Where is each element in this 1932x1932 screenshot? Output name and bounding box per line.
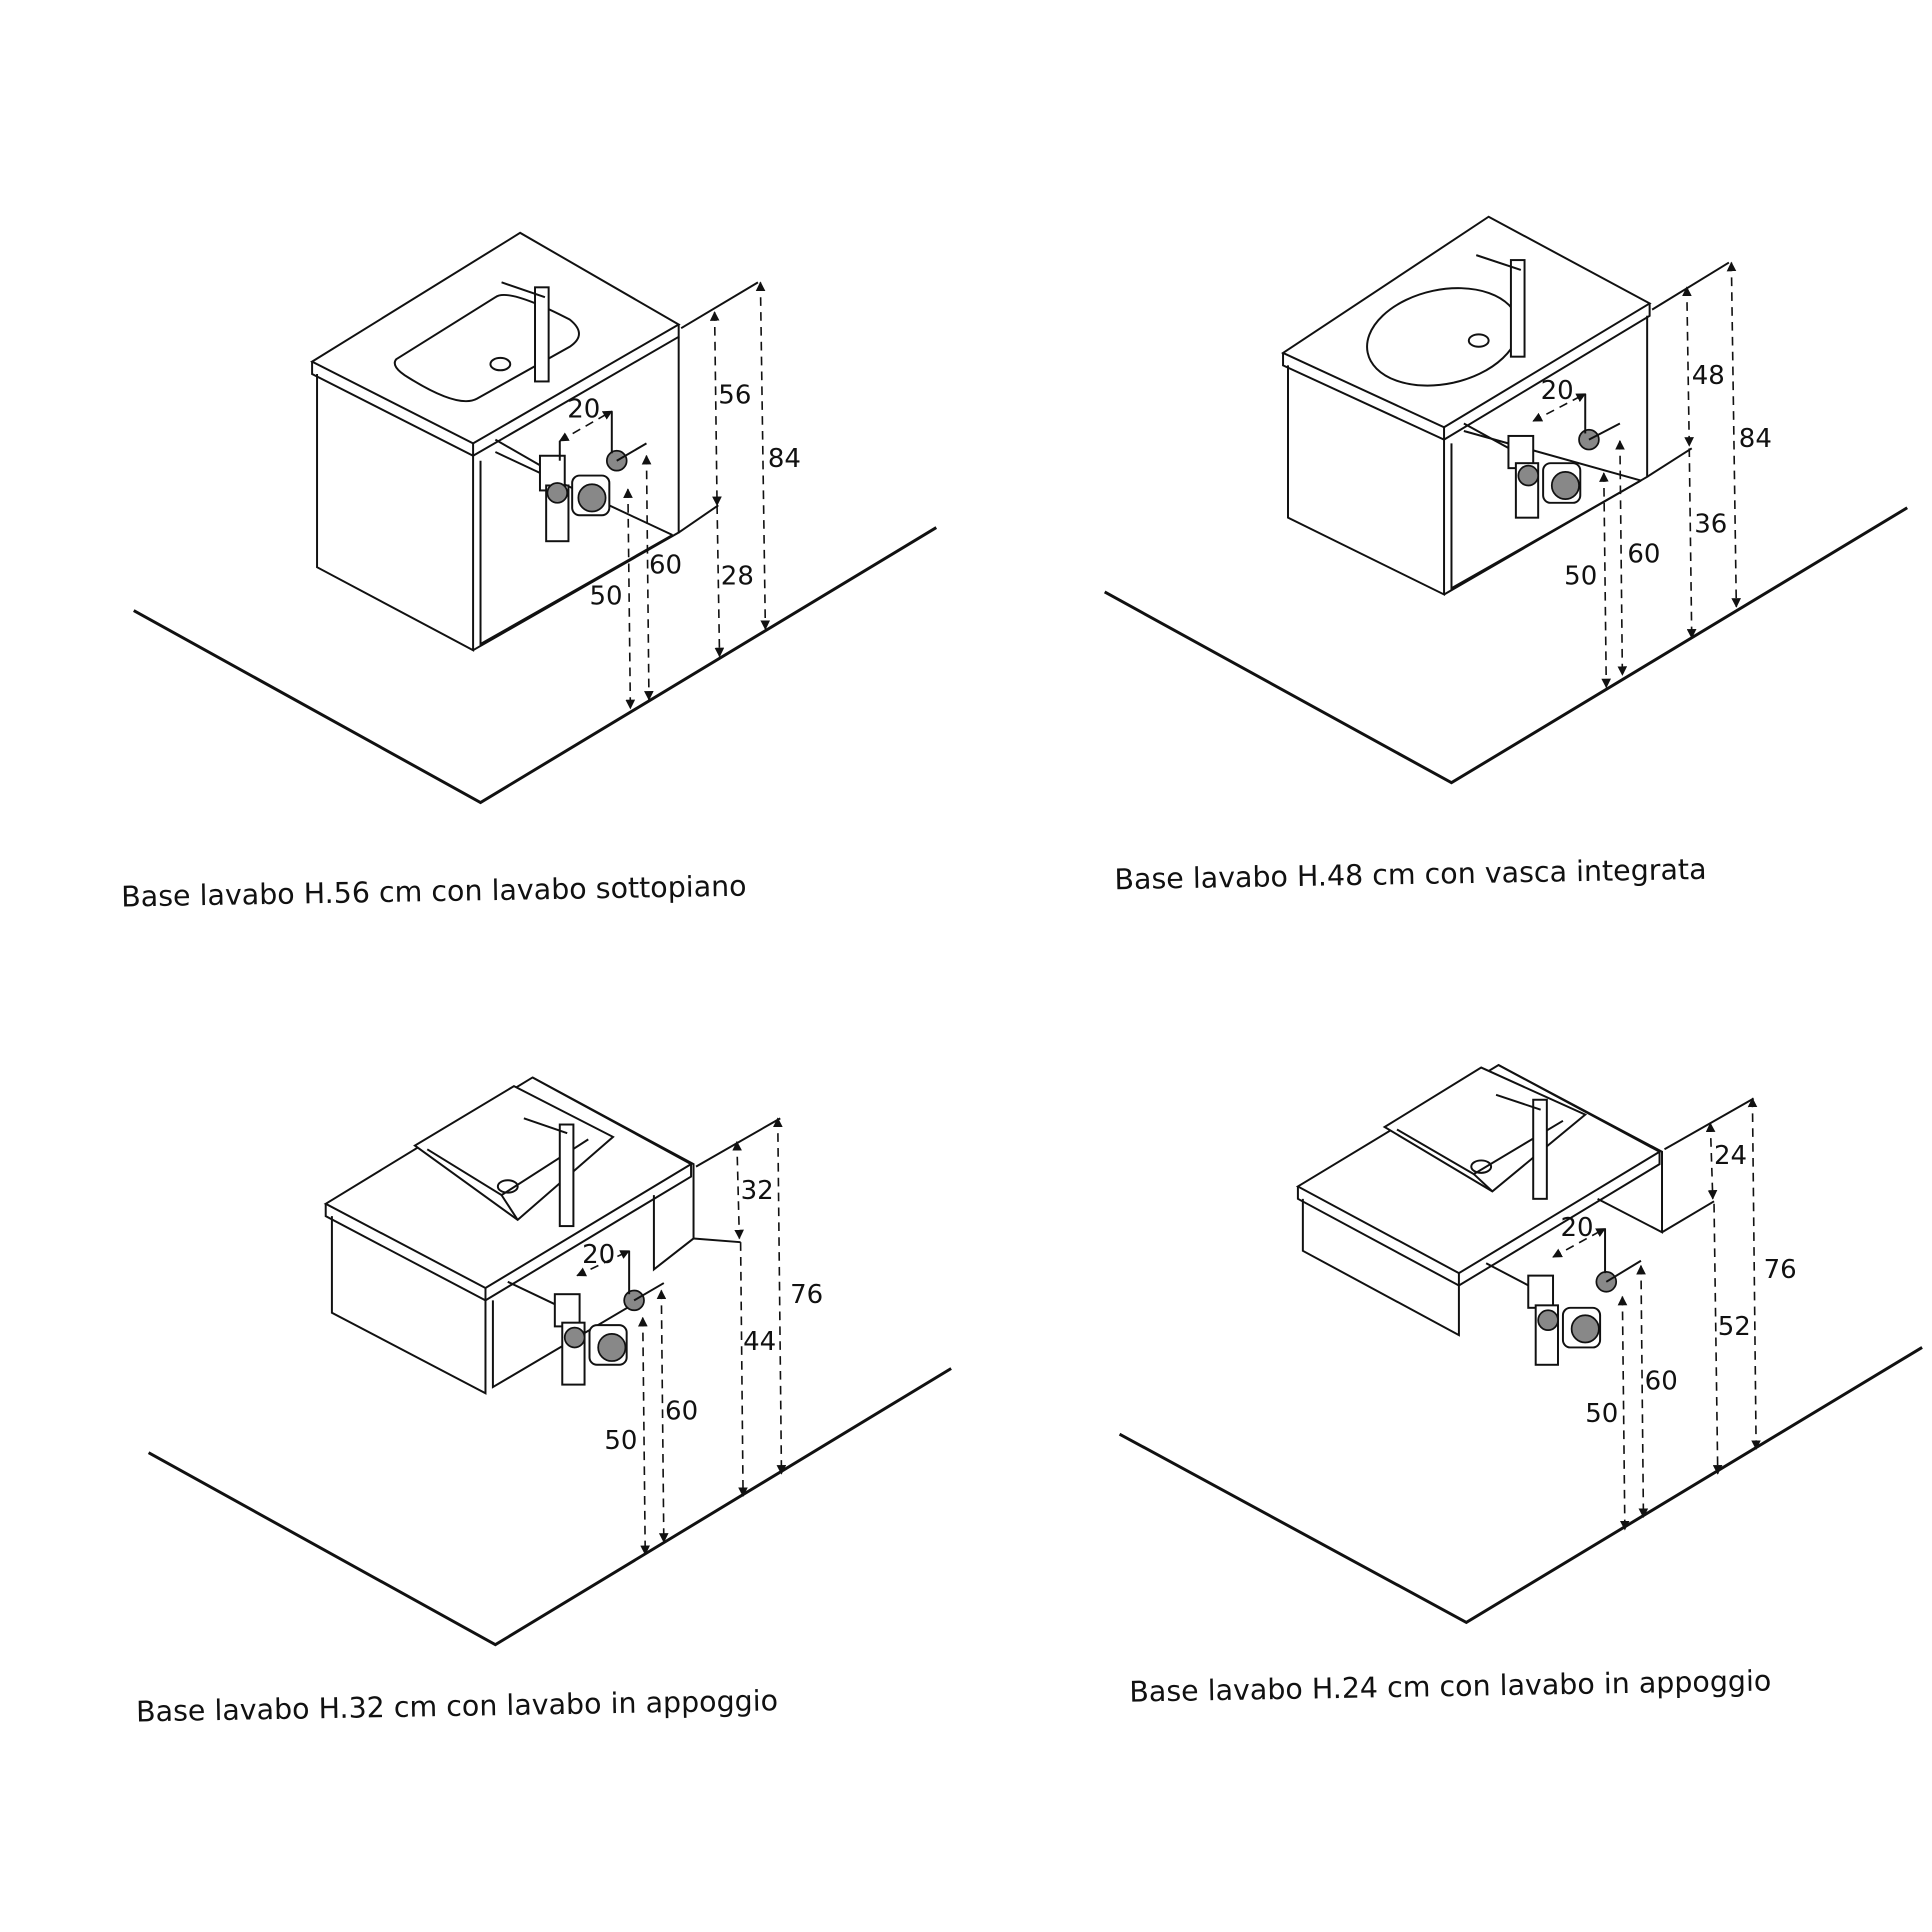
panel-4-countertop-basin: 24 76 52 50 60 20 Base lavabo H.24 cm co… — [1118, 1063, 1923, 1709]
dim-total-height: 76 — [790, 1280, 823, 1310]
dim-below-height: 44 — [743, 1327, 776, 1357]
floor-wall-line — [1118, 1346, 1923, 1625]
dim-cabinet-height: 32 — [741, 1176, 774, 1206]
dim-cabinet-height: 48 — [1692, 361, 1725, 391]
dim-supply-height: 60 — [1627, 539, 1660, 569]
dim-offset: 20 — [582, 1240, 615, 1270]
caption: Base lavabo H.56 cm con lavabo sottopian… — [121, 870, 747, 914]
panel-2-integrated-basin: 48 84 36 50 60 20 Base lavabo H.48 cm co… — [1103, 215, 1908, 896]
dim-cabinet-height: 56 — [718, 381, 751, 411]
drain-trap — [494, 438, 628, 543]
dimension-lines — [558, 281, 771, 710]
drain-trap — [1485, 1262, 1618, 1366]
dim-drain-height: 50 — [604, 1426, 637, 1456]
caption: Base lavabo H.48 cm con vasca integrata — [1114, 853, 1707, 896]
floor-wall-line — [133, 526, 938, 805]
cabinet — [1295, 1063, 1664, 1337]
dimension-lines — [1552, 1097, 1761, 1531]
dim-supply-height: 60 — [649, 550, 682, 580]
dim-supply-height: 60 — [665, 1396, 698, 1426]
floor-wall-line — [1103, 506, 1908, 785]
dim-drain-height: 50 — [1585, 1399, 1618, 1429]
dim-total-height: 84 — [768, 444, 801, 474]
panel-1-undermount-basin: 56 84 28 50 60 20 Base lavabo H.56 cm co… — [121, 231, 938, 914]
dim-drain-height: 50 — [1564, 562, 1597, 592]
dim-supply-height: 60 — [1645, 1367, 1678, 1397]
drain-trap — [507, 1280, 645, 1386]
cabinet — [323, 1076, 695, 1395]
dim-offset: 20 — [1541, 376, 1574, 406]
caption: Base lavabo H.32 cm con lavabo in appogg… — [136, 1684, 779, 1728]
dim-drain-height: 50 — [590, 581, 623, 611]
dim-below-height: 28 — [721, 562, 754, 592]
dim-below-height: 52 — [1718, 1312, 1751, 1342]
dim-cabinet-height: 24 — [1714, 1141, 1747, 1171]
floor-wall-line — [147, 1367, 952, 1647]
dimension-lines — [576, 1117, 787, 1556]
cabinet — [310, 231, 681, 652]
cabinet — [1281, 215, 1652, 597]
dim-offset: 20 — [1560, 1213, 1593, 1243]
dim-offset: 20 — [567, 394, 600, 424]
dim-total-height: 84 — [1739, 424, 1772, 454]
panel-3-countertop-basin: 32 76 44 50 60 20 Base lavabo H.32 cm co… — [136, 1076, 952, 1728]
dim-below-height: 36 — [1694, 510, 1727, 540]
caption: Base lavabo H.24 cm con lavabo in appogg… — [1129, 1664, 1772, 1708]
dimension-lines — [1532, 261, 1742, 689]
dim-total-height: 76 — [1764, 1255, 1797, 1285]
